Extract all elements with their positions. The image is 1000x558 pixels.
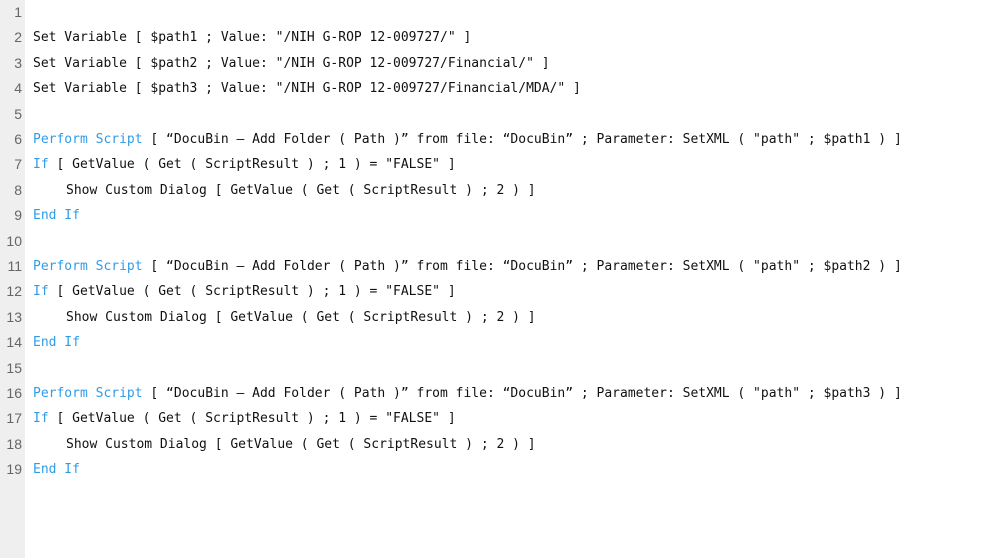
line-number: 9 — [14, 207, 22, 224]
step-text: [ “DocuBin – Add Folder ( Path )” from f… — [142, 259, 902, 274]
line-number: 14 — [6, 334, 22, 351]
script-step: End If — [33, 457, 80, 482]
script-step: Set Variable [ $path2 ; Value: "/NIH G-R… — [33, 51, 550, 76]
line-number: 17 — [6, 410, 22, 427]
step-text: [ GetValue ( Get ( ScriptResult ) ; 1 ) … — [48, 157, 456, 173]
line-number: 16 — [6, 385, 22, 401]
line-number: 4 — [14, 80, 22, 97]
script-step: Show Custom Dialog [ GetValue ( Get ( Sc… — [66, 305, 536, 330]
line-number: 3 — [14, 54, 22, 71]
script-step: If [ GetValue ( Get ( ScriptResult ) ; 1… — [33, 279, 456, 304]
line-number: 8 — [14, 181, 22, 198]
script-step: Set Variable [ $path3 ; Value: "/NIH G-R… — [33, 76, 581, 101]
script-step: Set Variable [ $path1 ; Value: "/NIH G-R… — [33, 25, 471, 50]
line-number: 12 — [6, 283, 22, 300]
step-keyword: Perform Script — [33, 132, 143, 147]
line-number: 15 — [6, 359, 22, 376]
script-step: Perform Script [ “DocuBin – Add Folder (… — [33, 127, 902, 152]
script-step: If [ GetValue ( Get ( ScriptResult ) ; 1… — [33, 152, 456, 177]
line-number: 1 — [14, 4, 22, 20]
script-step: If [ GetValue ( Get ( ScriptResult ) ; 1… — [33, 406, 456, 431]
script-step: Perform Script [ “DocuBin – Add Folder (… — [33, 381, 902, 406]
line-number: 2 — [14, 29, 22, 46]
step-text: Set Variable [ $path1 ; Value: "/NIH G-R… — [33, 30, 472, 46]
step-text: Show Custom Dialog [ GetValue ( Get ( Sc… — [66, 182, 536, 198]
step-keyword: Perform Script — [33, 386, 143, 401]
script-step: Show Custom Dialog [ GetValue ( Get ( Sc… — [66, 178, 536, 203]
step-text: Show Custom Dialog [ GetValue ( Get ( Sc… — [66, 309, 536, 325]
step-keyword: Perform Script — [33, 259, 143, 274]
line-number: 5 — [14, 105, 22, 122]
line-number: 7 — [14, 156, 22, 173]
step-keyword: End If — [33, 462, 80, 478]
step-keyword: If — [33, 284, 49, 300]
step-keyword: If — [33, 411, 49, 427]
script-step: End If — [33, 203, 80, 228]
step-text: Show Custom Dialog [ GetValue ( Get ( Sc… — [66, 436, 536, 452]
step-text: Set Variable [ $path2 ; Value: "/NIH G-R… — [33, 55, 550, 71]
step-text: [ GetValue ( Get ( ScriptResult ) ; 1 ) … — [48, 411, 456, 427]
script-step: Perform Script [ “DocuBin – Add Folder (… — [33, 254, 902, 279]
line-number: 18 — [6, 435, 22, 452]
line-number: 10 — [6, 232, 22, 249]
step-keyword: End If — [33, 208, 80, 224]
line-number-gutter — [0, 0, 25, 558]
step-keyword: If — [33, 157, 49, 173]
line-number: 11 — [7, 258, 22, 274]
script-step: End If — [33, 330, 80, 355]
step-text: Set Variable [ $path3 ; Value: "/NIH G-R… — [33, 81, 581, 97]
step-text: [ “DocuBin – Add Folder ( Path )” from f… — [142, 386, 902, 401]
line-number: 13 — [6, 308, 22, 325]
script-step: Show Custom Dialog [ GetValue ( Get ( Sc… — [66, 432, 536, 457]
step-text: [ “DocuBin – Add Folder ( Path )” from f… — [142, 132, 902, 147]
line-number: 6 — [14, 131, 22, 147]
line-number: 19 — [6, 461, 22, 478]
step-text: [ GetValue ( Get ( ScriptResult ) ; 1 ) … — [48, 284, 456, 300]
step-keyword: End If — [33, 335, 80, 351]
